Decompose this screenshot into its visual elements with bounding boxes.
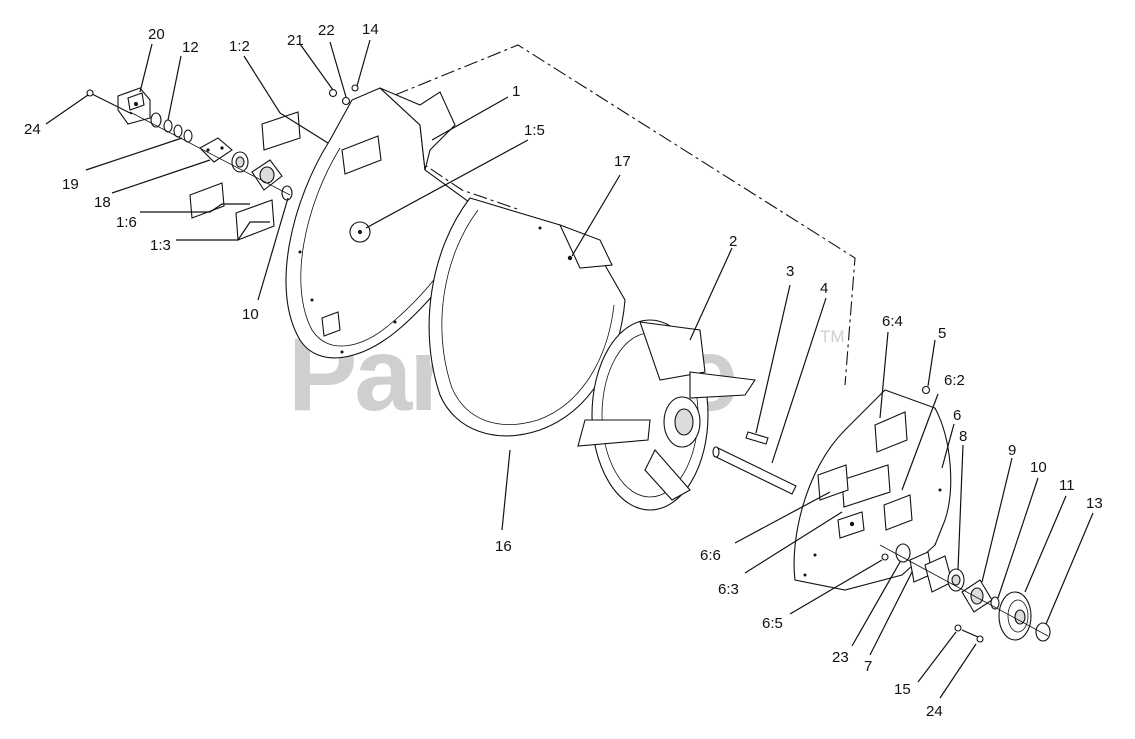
- hinge-bracket: [117, 87, 151, 125]
- callout-22: 22: [318, 22, 335, 39]
- bearing-8: [947, 568, 965, 592]
- housing-right: [793, 385, 952, 591]
- callout-6: 6: [953, 407, 961, 424]
- alignment-line-2: [409, 154, 521, 211]
- callout-8: 8: [959, 428, 967, 445]
- callout-10-left: 10: [242, 306, 259, 323]
- washer-15: [954, 624, 962, 632]
- key-3: [745, 431, 769, 445]
- axis-left: [129, 111, 291, 196]
- callout-5: 5: [938, 325, 946, 342]
- flange-plate: [199, 137, 233, 163]
- callout-11: 11: [1059, 477, 1075, 494]
- callout-17: 17: [614, 153, 631, 170]
- flange-housing: [251, 159, 283, 191]
- callout-10-right: 10: [1030, 459, 1047, 476]
- callout-4: 4: [820, 280, 828, 297]
- callout-16: 16: [495, 538, 512, 555]
- callout-1-2: 1:2: [229, 38, 250, 55]
- callout-2: 2: [729, 233, 737, 250]
- nut-21: [328, 88, 338, 98]
- callout-6-5: 6:5: [762, 615, 783, 632]
- shaft-4: [712, 446, 797, 495]
- bolt-24-right: [961, 629, 984, 643]
- callout-19: 19: [62, 176, 79, 193]
- alignment-line: [394, 44, 856, 386]
- washer-stack: [150, 112, 193, 143]
- callout-6-6: 6:6: [700, 547, 721, 564]
- bolt-head-24-left: [86, 89, 94, 97]
- callout-12: 12: [182, 39, 199, 56]
- callout-1-5: 1:5: [524, 122, 545, 139]
- callout-6-2: 6:2: [944, 372, 965, 389]
- callout-9: 9: [1008, 442, 1016, 459]
- callout-21: 21: [287, 32, 304, 49]
- pulley-11: [998, 591, 1032, 641]
- callout-18: 18: [94, 194, 111, 211]
- screw-14: [351, 84, 359, 92]
- callout-24-left: 24: [24, 121, 41, 138]
- callout-20: 20: [148, 26, 165, 43]
- spacer-ring: [895, 543, 911, 563]
- callout-7: 7: [864, 658, 872, 675]
- callout-14: 14: [362, 21, 379, 38]
- callout-6-4: 6:4: [882, 313, 903, 330]
- callout-1-3: 1:3: [150, 237, 171, 254]
- axis-right: [879, 544, 1049, 637]
- decal-1-6: [189, 182, 225, 219]
- callout-1-6: 1:6: [116, 214, 137, 231]
- scroll-band: [428, 197, 626, 437]
- flange-9: [961, 579, 993, 613]
- callout-3: 3: [786, 263, 794, 280]
- callout-23: 23: [832, 649, 849, 666]
- callout-24-right: 24: [926, 703, 943, 720]
- nut-13: [1035, 622, 1051, 642]
- callout-6-3: 6:3: [718, 581, 739, 598]
- decal-1-3: [235, 199, 275, 241]
- nut-22: [341, 96, 351, 106]
- leader-lines: [45, 39, 1094, 699]
- decal-1-2: [261, 111, 301, 151]
- callout-15: 15: [894, 681, 911, 698]
- callout-13: 13: [1086, 495, 1103, 512]
- impeller: [577, 319, 756, 511]
- callout-1: 1: [512, 83, 520, 100]
- bolt-24-left: [91, 93, 133, 115]
- watermark-trademark: TM: [820, 327, 845, 346]
- pin-23: [881, 553, 889, 561]
